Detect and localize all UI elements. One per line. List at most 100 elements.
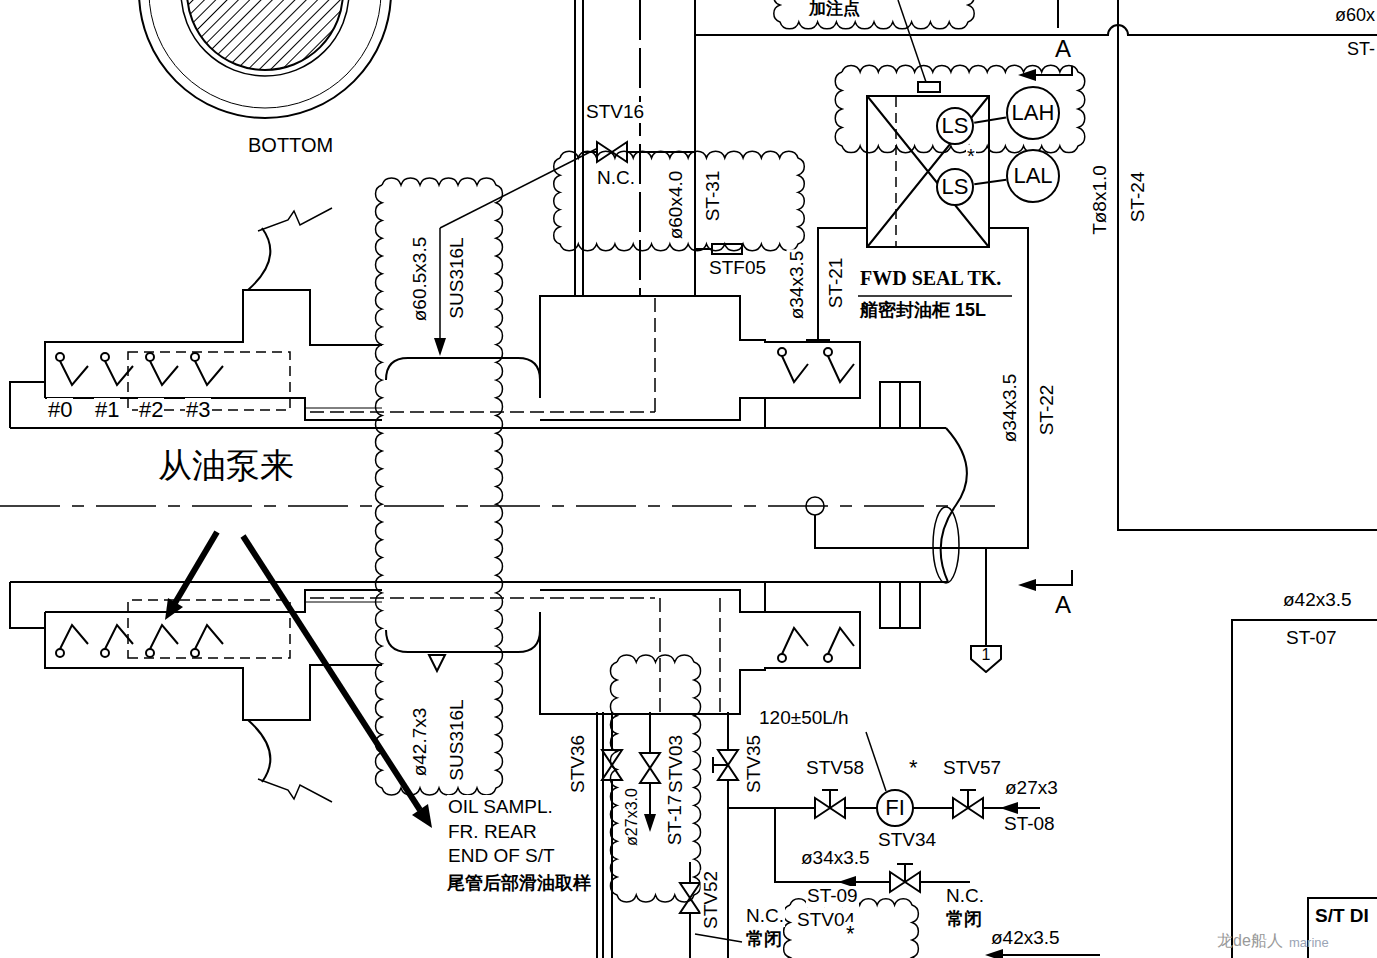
- valve-symbols: [718, 750, 738, 780]
- stern-tube-housing: [310, 411, 655, 413]
- annotation-label: N.C.: [596, 168, 636, 189]
- shaft: [933, 507, 959, 583]
- stern-tube-housing: [880, 382, 920, 428]
- pipe-lines: [806, 228, 866, 340]
- pipe-spec-label: ø60x4.0: [666, 170, 687, 241]
- pipe-spec-label: ø42.7x3: [410, 707, 431, 778]
- annotation-label: ST-09: [806, 886, 859, 907]
- annotation-label: ST-08: [1003, 814, 1056, 835]
- stern-tube-housing: [386, 358, 540, 398]
- tank-subtitle: 艏密封油柜 15L: [860, 301, 986, 321]
- revision-cloud: [610, 655, 700, 902]
- arrowheads: [429, 655, 445, 671]
- stern-tube-housing: [828, 356, 854, 382]
- annotation-label: *: [966, 145, 976, 167]
- shaft: [941, 428, 967, 582]
- stern-tube-housing: [305, 408, 382, 409]
- pipe-spec-label: STV35: [744, 734, 765, 794]
- revision-cloud: [835, 65, 1085, 152]
- annotation-label: #3: [185, 398, 211, 422]
- annotation-label: ø27x3: [1004, 778, 1059, 799]
- shaft: [10, 581, 948, 583]
- annotation-label: 常闭: [745, 930, 783, 950]
- instrument-tag: FI: [885, 796, 905, 820]
- stern-tube-housing: [540, 296, 860, 428]
- annotation-label: N.C.: [945, 886, 985, 907]
- annotation-label: ø42x3.5: [1282, 590, 1353, 611]
- pipe-lines: [727, 712, 729, 958]
- stern-tube-housing: [824, 348, 832, 356]
- stern-tube-housing: [101, 353, 109, 361]
- stern-tube-housing: [258, 208, 332, 231]
- revision-clouds: [376, 0, 1085, 958]
- annotation-label: STF05: [708, 258, 767, 279]
- valve-symbols: [815, 798, 845, 818]
- pipe-lines: [898, 0, 926, 82]
- shaft-circle: [181, 0, 349, 76]
- flow-arrow: [175, 532, 217, 603]
- revision-cloud: [376, 178, 503, 795]
- pipe-spec-label: STV36: [568, 734, 589, 794]
- pipe-lines: [695, 934, 742, 942]
- pipe-lines: [694, 0, 696, 296]
- instrument-tag: LAH: [1012, 101, 1055, 125]
- pipe-spec-label: ST-31: [703, 170, 724, 223]
- pipe-lines: [654, 296, 656, 412]
- stern-tube-housing: [105, 361, 133, 385]
- revision-cloud: [554, 151, 805, 250]
- annotation-label: BOTTOM: [247, 134, 334, 156]
- pipe-connector: [974, 117, 1006, 122]
- pipe-lines: [439, 228, 441, 340]
- pipe-lines: [1057, 0, 1059, 28]
- valve-symbols: [640, 753, 660, 783]
- annotation-label: STV58: [805, 758, 865, 779]
- annotation-label: OIL SAMPL. FR. REAR END OF S/T: [447, 795, 573, 869]
- shaft-section: [139, 0, 391, 118]
- pipe-lines: [858, 295, 1012, 297]
- stern-tube-housing: [10, 208, 920, 428]
- annotation-label: ST-: [1346, 40, 1376, 60]
- flow-indicator: FI: [876, 789, 914, 827]
- drain-symbol: 1: [970, 645, 1002, 673]
- annotation-label: A: [1054, 592, 1072, 618]
- shaft-circle: [149, 0, 381, 108]
- pipe-spec-label: STV03: [666, 734, 687, 794]
- revision-cloud: [784, 899, 919, 958]
- annotation-label: ø34x3.5: [800, 848, 871, 869]
- annotation-label: #1: [94, 398, 120, 422]
- tank-dashed-line: [895, 97, 897, 246]
- pipe-spec-label: Tø8x1.0: [1090, 164, 1111, 236]
- arrowheads: [429, 69, 1036, 958]
- flow-arrow: [243, 536, 420, 810]
- shaft: [10, 427, 946, 429]
- stern-tube-housing: [191, 353, 199, 361]
- flow-arrowhead: [165, 598, 183, 620]
- stern-tube-housing: [146, 353, 154, 361]
- pipe-lines: [695, 25, 1377, 35]
- annotation-label: ø42x3.5: [990, 928, 1061, 949]
- arrowheads: [1000, 802, 1018, 814]
- instrument-tag: LS: [942, 114, 969, 138]
- stern-tube-housing: [10, 582, 920, 802]
- alarm-circle: LAH: [1006, 86, 1061, 141]
- stern-tube-housing: [540, 398, 765, 420]
- annotation-label: 加注点: [808, 0, 861, 19]
- drain-number: 1: [982, 646, 991, 664]
- level-switch: LS: [936, 107, 975, 146]
- stern-tube-housing: [150, 361, 178, 385]
- tank-cross: [868, 97, 988, 246]
- annotation-label: 龙de船人: [1216, 932, 1284, 950]
- annotation-label: marine: [1288, 936, 1330, 950]
- drain-outline: [971, 646, 1001, 672]
- arrowheads: [985, 949, 1003, 958]
- annotation-label: 120±50L/h: [758, 708, 850, 729]
- pipe-spec-label: ST-22: [1037, 384, 1058, 437]
- instrument-tag: LAL: [1013, 164, 1052, 188]
- flow-arrow: [175, 532, 420, 810]
- pipe-lines: [659, 598, 661, 712]
- stern-tube-housing: [60, 361, 88, 385]
- level-switch: LS: [936, 168, 975, 207]
- annotation-label: STV34: [877, 830, 937, 851]
- pipe-lines: [639, 0, 641, 296]
- annotation-label: *: [845, 922, 856, 946]
